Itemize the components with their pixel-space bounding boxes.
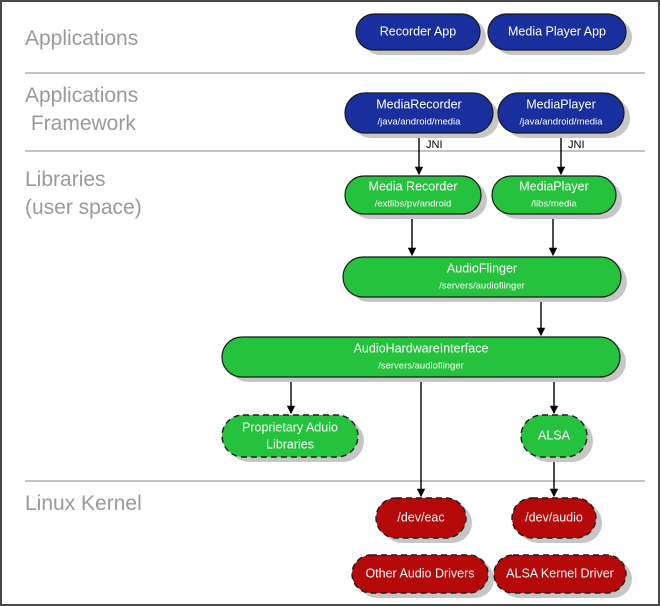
node-title: AudioFlinger: [447, 261, 517, 275]
node-title: Recorder App: [380, 24, 456, 38]
connectors: JNI JNI: [286, 133, 585, 498]
node-subtitle: /extlibs/pv/android: [375, 199, 452, 210]
node-mediarecorder-framework[interactable]: MediaRecorder/java/android/media: [344, 92, 499, 138]
diagram-nodes: Recorder App Media Player AppMediaRecorde…: [221, 13, 632, 598]
node-title-line2: Libraries: [266, 437, 314, 451]
node-audiohardwareinterface[interactable]: AudioHardwareInterface/servers/audioflin…: [221, 336, 626, 382]
node-title: MediaPlayer: [526, 97, 595, 111]
node-body: [344, 175, 482, 215]
node-subtitle: /libs/media: [531, 199, 577, 210]
layer-dividers: [25, 72, 645, 482]
node-body: [355, 13, 481, 51]
node-title: Proprietary Aduio: [242, 420, 338, 434]
node-alsa[interactable]: ALSA: [520, 414, 593, 462]
node-title: AudioHardwareInterface: [354, 341, 489, 355]
layer-label-linux-kernel: Linux Kernel: [25, 492, 142, 515]
layer-label-applications: Applications: [25, 27, 138, 50]
node-mediaplayer-lib[interactable]: MediaPlayer/libs/media: [491, 175, 622, 219]
node-subtitle: /servers/audioflinger: [378, 361, 464, 372]
node-body: [491, 175, 617, 215]
node-body: [511, 497, 597, 539]
node-title: MediaRecorder: [376, 97, 461, 111]
node-title: /dev/eac: [397, 510, 444, 524]
node-body: [520, 414, 588, 458]
node-title: ALSA Kernel Driver: [506, 566, 614, 580]
connector-label-jni-player: JNI: [568, 139, 585, 151]
connector-label-jni-recorder: JNI: [426, 139, 443, 151]
node-dev-audio[interactable]: /dev/audio: [511, 497, 602, 543]
node-media-recorder-lib[interactable]: Media Recorder/extlibs/pv/android: [344, 175, 487, 219]
node-subtitle: /java/android/media: [378, 117, 462, 128]
node-title: Media Recorder: [369, 179, 458, 193]
node-title: Media Player App: [508, 24, 606, 38]
node-title: /dev/audio: [525, 510, 583, 524]
node-title: MediaPlayer: [519, 179, 588, 193]
node-body: [221, 414, 359, 458]
node-body: [221, 336, 621, 378]
node-media-player-app[interactable]: Media Player App: [487, 13, 632, 55]
node-body: [344, 92, 494, 134]
node-title: ALSA: [538, 428, 571, 442]
node-alsa-kernel-driver[interactable]: ALSA Kernel Driver: [493, 554, 632, 598]
node-subtitle: /servers/audioflinger: [439, 281, 525, 292]
node-body: [375, 497, 467, 539]
node-body: [497, 92, 625, 134]
node-title: Other Audio Drivers: [365, 566, 474, 580]
node-body: [493, 554, 627, 594]
node-recorder-app[interactable]: Recorder App: [355, 13, 486, 55]
node-other-audio-drivers[interactable]: Other Audio Drivers: [351, 554, 494, 598]
node-dev-eac[interactable]: /dev/eac: [375, 497, 472, 543]
node-audioflinger[interactable]: AudioFlinger/servers/audioflinger: [342, 256, 627, 302]
layer-label-applications-framework: Applications Framework: [25, 84, 138, 135]
node-subtitle: /java/android/media: [520, 117, 604, 128]
node-body: [351, 554, 489, 594]
node-body: [342, 256, 622, 298]
node-mediaplayer-framework[interactable]: MediaPlayer/java/android/media: [497, 92, 630, 138]
layer-label-libraries: Libraries(user space): [25, 168, 142, 219]
node-body: [487, 13, 627, 51]
